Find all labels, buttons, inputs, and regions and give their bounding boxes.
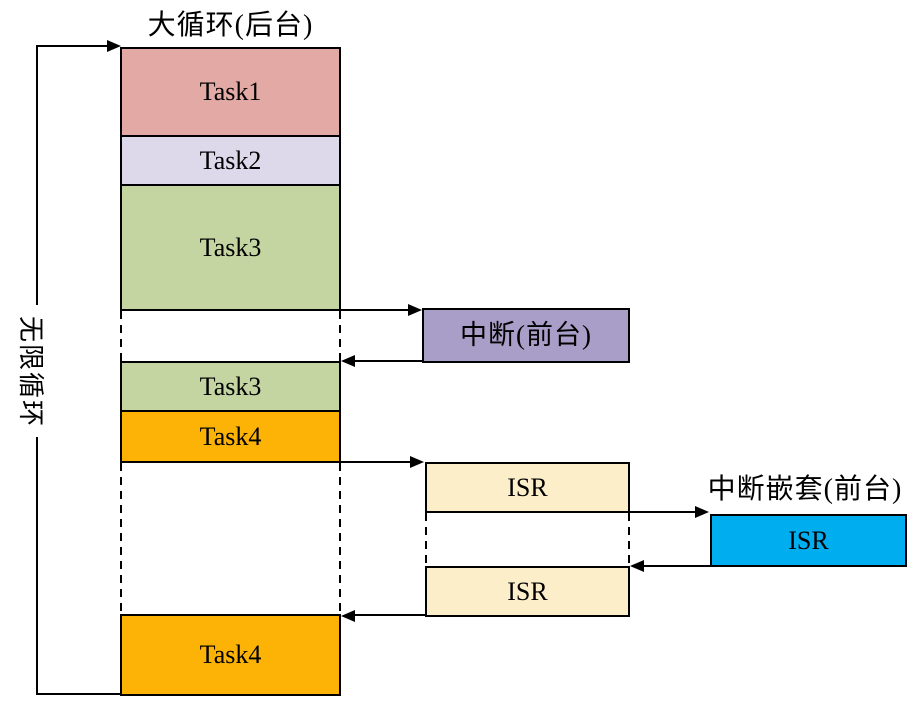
interrupt-box: 中断(前台) [422,308,630,363]
task3-resume-label: Task3 [199,371,262,401]
interrupt-call-arrowhead-1-icon [408,304,422,316]
nested-call-line [628,511,696,513]
loop-bottom-line [36,693,122,695]
interrupt-call-line-1 [339,309,409,311]
loop-vertical-line-lower [36,437,38,695]
interrupt-return-line-2 [354,614,425,616]
nested-isr-box: ISR [710,514,907,567]
dashed-line-gap2-left [120,463,122,614]
isr-box-1: ISR [425,462,630,513]
interrupt-return-arrowhead-1-icon [341,355,355,367]
infinite-loop-label: 无限循环 [16,315,45,428]
task3-resume-box: Task3 [120,361,341,412]
isr-label-1: ISR [507,472,548,502]
interrupt-return-arrowhead-2-icon [341,610,355,622]
dashed-line-gap1-left [120,311,122,361]
interrupt-call-line-2 [339,461,411,463]
task4-resume-box: Task4 [120,614,341,696]
task4-label: Task4 [199,421,262,451]
nested-return-arrowhead-icon [630,560,644,572]
loop-top-line [37,45,109,47]
interrupt-label: 中断(前台) [460,320,592,350]
interrupt-return-line-1 [354,360,422,362]
task4-resume-label: Task4 [199,640,262,669]
task1-box: Task1 [120,47,341,137]
nested-return-line [643,565,710,567]
dashed-line-gap1-right [339,311,341,361]
isr-box-2: ISR [425,566,630,617]
interrupt-nesting-title: 中断嵌套(前台) [707,474,903,505]
dashed-line-isr-left [425,513,427,566]
task3-label: Task3 [199,232,262,262]
task2-label: Task2 [199,145,262,175]
interrupt-call-arrowhead-2-icon [410,456,424,468]
loop-vertical-line-upper [36,45,38,305]
isr-label-2: ISR [507,576,548,606]
loop-arrowhead-icon [107,40,121,52]
task1-label: Task1 [199,77,262,106]
isr-label-3: ISR [788,525,829,555]
task4-box: Task4 [120,410,341,463]
background-loop-title: 大循环(后台) [147,10,314,41]
task3-box: Task3 [120,184,341,311]
dashed-line-isr-right [628,513,630,566]
nested-call-arrowhead-icon [695,506,709,518]
task2-box: Task2 [120,135,341,186]
dashed-line-gap2-right [339,463,341,614]
